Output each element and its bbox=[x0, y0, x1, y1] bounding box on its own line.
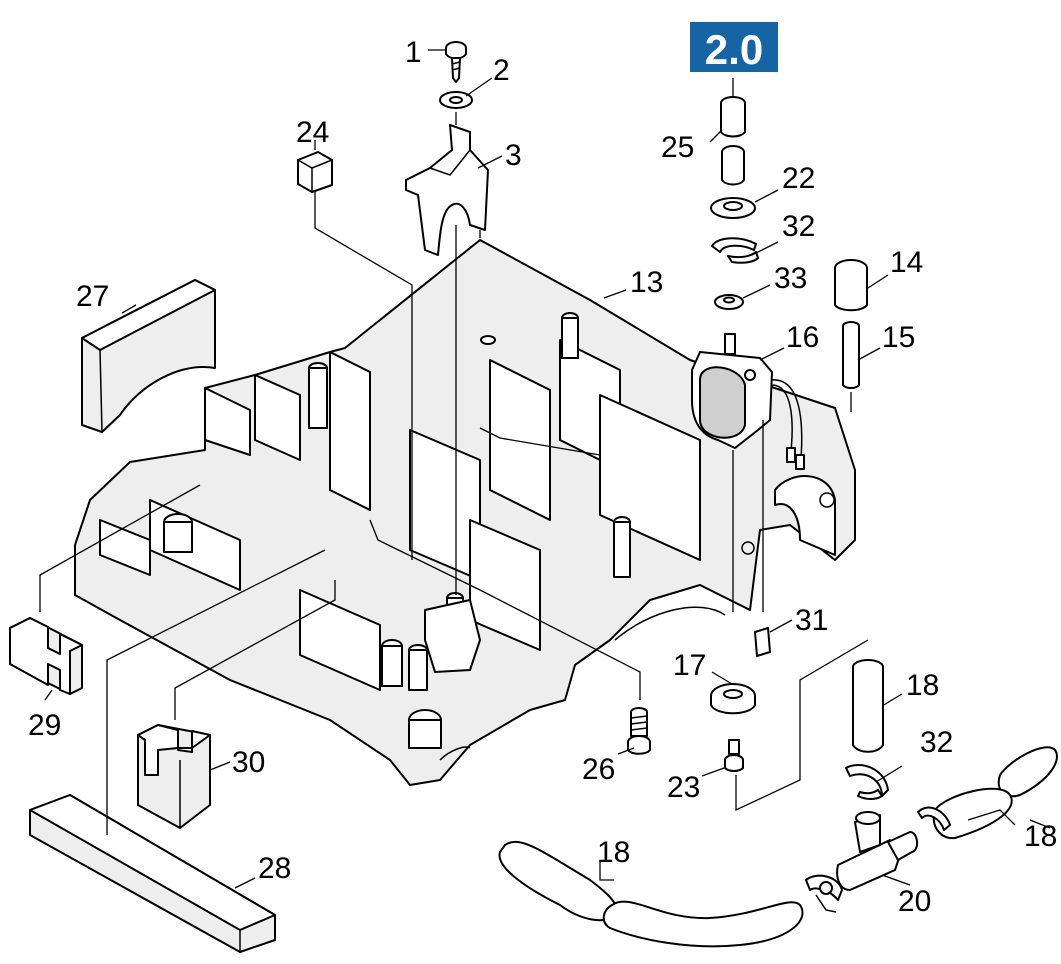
callout-15: 15 bbox=[882, 321, 915, 354]
callout-2: 2 bbox=[493, 54, 510, 87]
callout-17: 17 bbox=[673, 649, 706, 682]
callout-31: 31 bbox=[795, 604, 828, 637]
part-26-screw bbox=[627, 707, 651, 755]
callout-33: 33 bbox=[774, 262, 807, 295]
part-24-clip bbox=[297, 151, 333, 193]
callout-18-bottom: 18 bbox=[597, 836, 630, 869]
part-22-gasket bbox=[710, 197, 756, 219]
part-18-hose-short bbox=[852, 659, 884, 753]
main-housing bbox=[74, 239, 856, 786]
callout-27: 27 bbox=[76, 280, 109, 313]
section-badge-label: 2.0 bbox=[705, 26, 763, 73]
callout-25: 25 bbox=[661, 131, 694, 164]
callout-23: 23 bbox=[667, 771, 700, 804]
part-28-foam-bar bbox=[29, 794, 276, 953]
callout-32-top: 32 bbox=[782, 210, 815, 243]
callout-32-bottom: 32 bbox=[920, 726, 953, 759]
callout-28: 28 bbox=[258, 852, 291, 885]
part-16-pump bbox=[691, 333, 805, 471]
callout-24: 24 bbox=[296, 116, 329, 149]
part-30-foam-block bbox=[137, 724, 211, 829]
callout-20: 20 bbox=[898, 885, 931, 918]
part-31-pad bbox=[754, 627, 771, 657]
part-33-seal bbox=[714, 294, 744, 310]
callout-18-right: 18 bbox=[1024, 820, 1057, 853]
callout-18-mid: 18 bbox=[906, 669, 939, 702]
part-2-washer bbox=[439, 91, 473, 109]
callout-30: 30 bbox=[232, 746, 265, 779]
section-badge: 2.0 bbox=[690, 22, 778, 73]
callout-3: 3 bbox=[505, 139, 522, 172]
callout-22: 22 bbox=[782, 162, 815, 195]
callout-13: 13 bbox=[630, 266, 663, 299]
part-32-spring-clip-top bbox=[711, 237, 759, 264]
part-27-foam-pad bbox=[81, 279, 216, 433]
callout-16: 16 bbox=[786, 321, 819, 354]
part-23-pin bbox=[724, 739, 744, 772]
part-14-cap bbox=[834, 259, 868, 312]
part-18-hose-right bbox=[917, 746, 1058, 840]
part-32-spring-clip-bottom bbox=[845, 764, 889, 800]
part-15-rod bbox=[842, 321, 860, 389]
part-20-t-connector bbox=[805, 811, 918, 913]
part-29-foam-block bbox=[9, 617, 83, 695]
callout-26: 26 bbox=[582, 753, 615, 786]
callout-labels: 1 2 3 24 25 22 32 14 33 13 27 16 15 31 1… bbox=[28, 36, 1057, 918]
part-17-bush bbox=[710, 683, 756, 715]
leader-lines bbox=[39, 49, 1051, 889]
part-25-sleeve bbox=[721, 145, 745, 186]
callout-29: 29 bbox=[28, 709, 61, 742]
callout-1: 1 bbox=[405, 36, 422, 69]
part-25-tube bbox=[720, 96, 746, 138]
callout-14: 14 bbox=[890, 246, 923, 279]
part-18-hose-long bbox=[498, 840, 804, 948]
part-1-screw bbox=[445, 41, 467, 83]
part-3-bracket bbox=[405, 124, 489, 256]
